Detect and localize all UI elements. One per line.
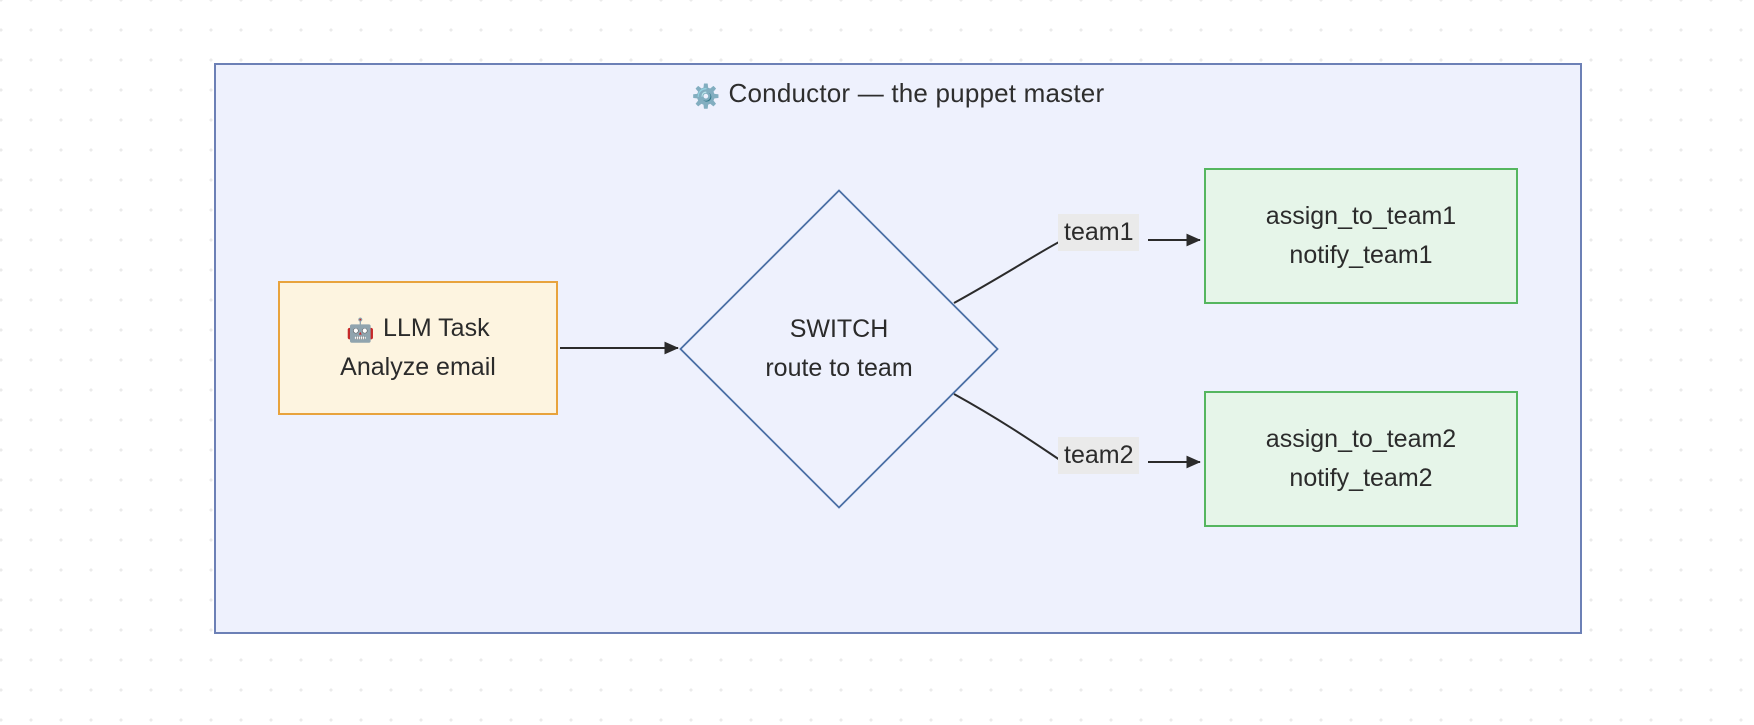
node-llm-task-title: 🤖 LLM Task — [346, 309, 489, 349]
gear-icon: ⚙️ — [691, 83, 721, 109]
node-switch-text: SWITCH route to team — [765, 310, 912, 388]
edge-label-team1: team1 — [1058, 214, 1140, 251]
node-llm-task-subtitle: Analyze email — [340, 353, 496, 382]
node-team1-line1: assign_to_team1 — [1265, 201, 1457, 230]
node-team1-actions[interactable]: assign_to_team1 notify_team1 — [1204, 168, 1518, 304]
node-team1-line2: notify_team1 — [1289, 241, 1433, 269]
node-switch-title: SWITCH — [789, 315, 889, 344]
node-llm-task[interactable]: 🤖 LLM Task Analyze email — [278, 281, 558, 415]
robot-icon: 🤖 — [346, 316, 376, 343]
node-switch[interactable]: SWITCH route to team — [679, 189, 999, 509]
edge-label-team2: team2 — [1058, 437, 1140, 474]
diamond-shape — [679, 189, 999, 509]
node-team2-line1: assign_to_team2 — [1265, 424, 1457, 453]
subgraph-title: ⚙️ Conductor — the puppet master — [216, 78, 1580, 110]
subgraph-title-text: Conductor — the puppet master — [728, 78, 1105, 108]
node-switch-subtitle: route to team — [765, 354, 913, 382]
node-team2-actions[interactable]: assign_to_team2 notify_team2 — [1204, 391, 1518, 527]
node-llm-task-title-text: LLM Task — [383, 313, 490, 342]
node-team2-line2: notify_team2 — [1289, 464, 1433, 492]
